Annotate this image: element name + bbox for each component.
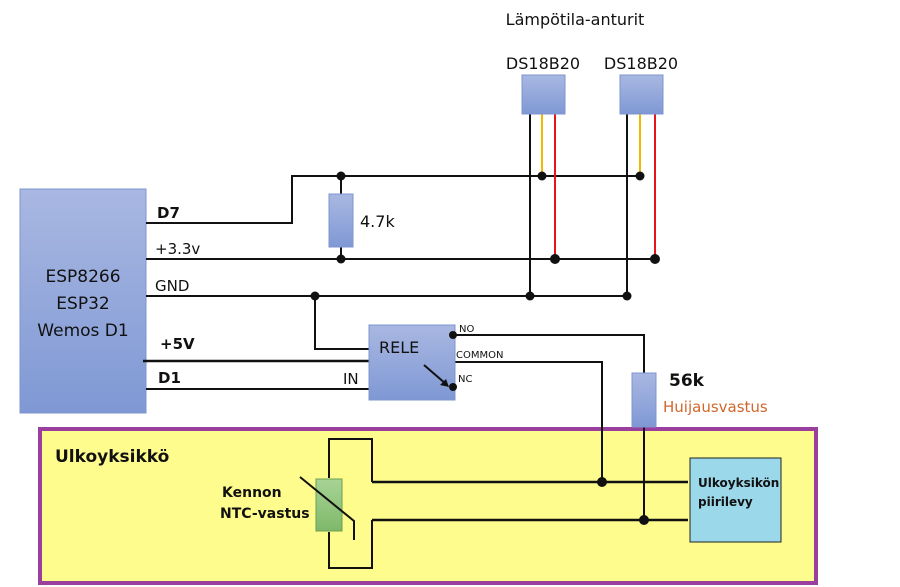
junctions [310,171,660,525]
junction-dot [310,291,320,301]
microcontroller: ESP8266 ESP32 Wemos D1 [19,188,147,414]
pin-label-d7: D7 [157,204,180,222]
sensor-colored-wires [541,114,656,259]
relay-nc-terminal [449,383,457,391]
ntc-loop-top [328,438,373,482]
mcu-label-3: Wemos D1 [37,321,128,341]
pin-label-gnd: GND [155,277,189,295]
sensor2-name: DS18B20 [604,54,678,73]
junction-dot [537,171,547,181]
junction-dot [336,171,346,181]
junction-dot [650,254,660,264]
junction-dot [597,477,607,487]
relay-label: RELE [379,338,419,357]
ntc-thermistor [315,478,343,532]
junction-dot [635,171,645,181]
relay-body [368,324,456,401]
relay-no-terminal [449,331,457,339]
resistor-56k-description: Huijausvastus [663,398,768,416]
junction-dot [525,291,535,301]
sensor2-body [619,74,664,115]
resistor-56k-value: 56k [669,371,705,391]
pin-label-5v: +5V [160,335,195,353]
ntc-label-1: Kennon [222,485,282,501]
pin-label-3v3: +3.3v [155,240,200,258]
relay-switch-arm [423,364,447,385]
junction-dot [622,291,632,301]
outdoor-unit-title: Ulkoyksikkö [55,447,169,467]
wire-d7-data-bus [146,175,640,224]
relay-switch-arrow-icon [440,379,449,387]
wires [143,114,688,569]
outdoor-unit-frame [38,427,818,585]
mcu-label-2: ESP32 [56,294,109,314]
junction-dot [336,254,346,264]
resistor-4k7 [328,193,354,248]
relay-no-label: NO [459,324,474,335]
board-label-2: piirilevy [698,495,753,509]
pin-label-d1: D1 [158,369,181,387]
junction-dot [550,254,560,264]
mcu-label-1: ESP8266 [45,267,120,287]
wire-gnd-relay [314,296,370,350]
outdoor-circuit-board [689,457,782,543]
mcu-block [19,188,147,414]
ntc-thermistor-symbol [299,476,355,540]
wire-relay-common [418,361,603,482]
relay-in-label: IN [343,370,359,388]
relay: RELE IN NO COMMON NC [343,324,503,401]
relay-common-label: COMMON [456,350,503,361]
ntc-loop-bottom [328,520,373,569]
resistor-4k7-value: 4.7k [360,212,395,231]
sensor1-name: DS18B20 [506,54,580,73]
sensors-group-label: Lämpötila-anturit [506,10,645,29]
board-label-1: Ulkoyksikön [698,476,779,490]
resistor-56k [631,372,657,428]
wire-relay-no [455,334,645,373]
outdoor-unit: Ulkoyksikkö [38,427,818,585]
ntc-label-2: NTC-vastus [220,506,310,522]
sensor1-body [521,74,566,115]
junction-dot [639,515,649,525]
relay-nc-label: NC [458,374,472,385]
